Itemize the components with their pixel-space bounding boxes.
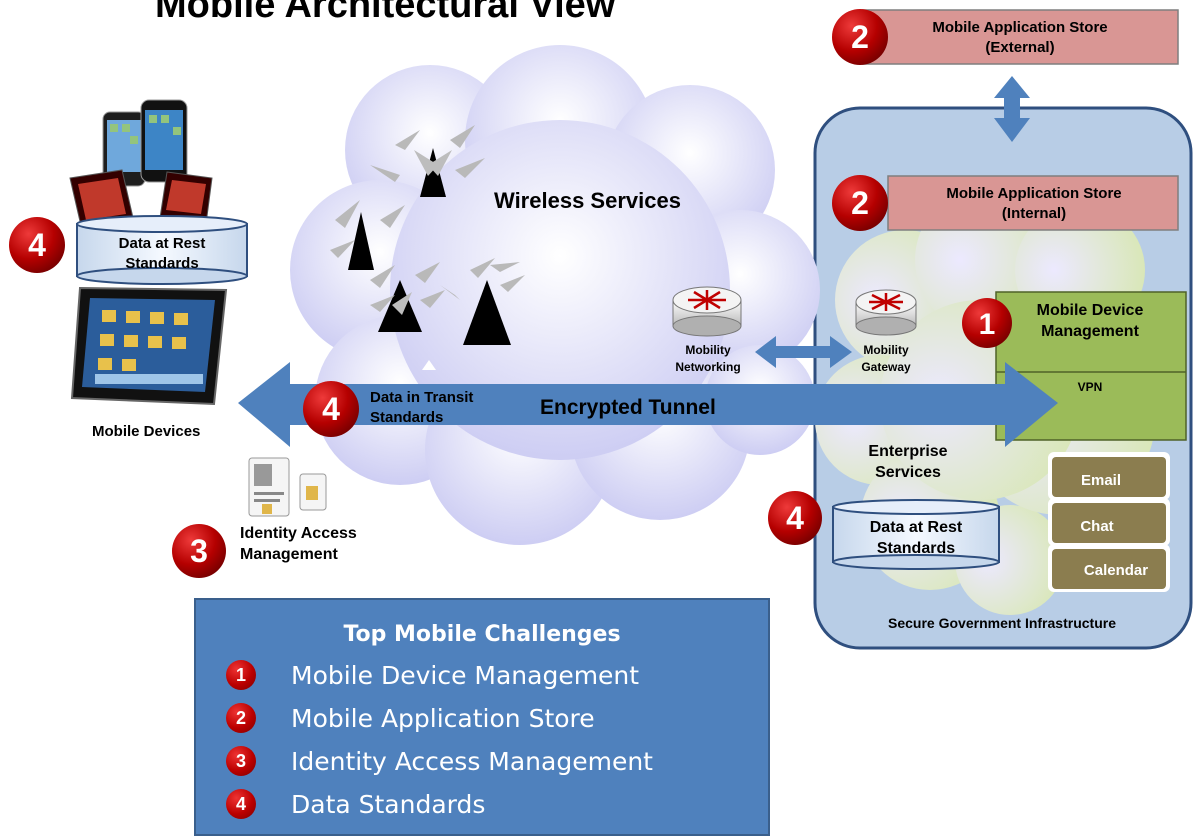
badge-3-identity: 3 bbox=[172, 524, 226, 578]
device-data-rest-line1: Data at Rest bbox=[119, 235, 206, 252]
encrypted-tunnel-arrow bbox=[238, 362, 1058, 447]
enterprise-data-rest-line2: Standards bbox=[877, 540, 955, 557]
vpn-label: VPN bbox=[1078, 380, 1103, 394]
mdm-line2: Management bbox=[1041, 323, 1139, 340]
data-in-transit-line2: Standards bbox=[370, 409, 443, 426]
tower-icon bbox=[414, 148, 452, 197]
identity-access-line2: Management bbox=[240, 546, 338, 563]
app-email-label: Email bbox=[1081, 472, 1121, 489]
badge-1-mdm: 1 bbox=[962, 298, 1012, 348]
device-data-at-rest-cylinder bbox=[76, 215, 248, 285]
badge-2-internal: 2 bbox=[832, 175, 888, 231]
enterprise-data-rest-line1: Data at Rest bbox=[870, 519, 963, 536]
store-sync-arrow bbox=[994, 76, 1030, 142]
legend-item: 4 Data Standards bbox=[226, 787, 485, 821]
legend-item-text: Data Standards bbox=[291, 789, 486, 819]
badge-4-devices: 4 bbox=[9, 217, 65, 273]
app-buttons-group bbox=[1048, 452, 1170, 592]
sim-card-icon bbox=[299, 473, 327, 511]
mobility-gateway-line2: Gateway bbox=[861, 360, 911, 374]
encrypted-tunnel-label: Encrypted Tunnel bbox=[540, 396, 716, 419]
svg-text:1: 1 bbox=[979, 308, 996, 341]
tower-icon bbox=[463, 280, 511, 345]
enterprise-data-at-rest-cylinder bbox=[832, 499, 1000, 570]
router-icon-gateway bbox=[855, 289, 917, 336]
app-store-internal-box bbox=[887, 175, 1179, 231]
app-store-external-line2: (External) bbox=[985, 39, 1054, 56]
legend-item: 3 Identity Access Management bbox=[226, 744, 653, 778]
mobility-networking-line2: Networking bbox=[675, 360, 740, 374]
tablet-icon bbox=[70, 286, 228, 406]
svg-text:4: 4 bbox=[28, 227, 46, 263]
legend-item: 1 Mobile Device Management bbox=[226, 658, 639, 692]
svg-text:3: 3 bbox=[190, 533, 208, 569]
device-data-rest-line2: Standards bbox=[125, 255, 198, 272]
tower-icon bbox=[378, 280, 422, 332]
legend-badge: 1 bbox=[226, 660, 256, 690]
id-card-icon bbox=[248, 457, 290, 517]
mdm-line1: Mobile Device bbox=[1037, 302, 1144, 319]
smartphone-icons bbox=[69, 99, 213, 231]
signal-flash-icons bbox=[330, 125, 525, 312]
mobility-networking-line1: Mobility bbox=[685, 343, 731, 357]
legend-badge: 2 bbox=[226, 703, 256, 733]
app-store-internal-line2: (Internal) bbox=[1002, 205, 1066, 222]
page-title: Mobile Architectural View bbox=[155, 0, 616, 26]
tower-icon bbox=[348, 212, 374, 270]
legend-item-text: Mobile Device Management bbox=[291, 660, 640, 690]
mobile-devices-label: Mobile Devices bbox=[92, 423, 200, 440]
mobility-gateway-line1: Mobility bbox=[863, 343, 909, 357]
legend-badge: 4 bbox=[226, 789, 256, 819]
wireless-services-label: Wireless Services bbox=[494, 188, 681, 213]
app-store-external-box bbox=[862, 9, 1179, 65]
identity-access-line1: Identity Access bbox=[240, 525, 357, 542]
router-icon-networking bbox=[672, 286, 742, 337]
legend-badge: 3 bbox=[226, 746, 256, 776]
small-triangle-icon bbox=[422, 360, 436, 370]
data-in-transit-line1: Data in Transit bbox=[370, 389, 473, 406]
svg-text:2: 2 bbox=[851, 185, 869, 221]
enterprise-services-line1: Enterprise bbox=[868, 443, 947, 460]
top-challenges-legend: Top Mobile Challenges 1 Mobile Device Ma… bbox=[194, 598, 770, 836]
legend-title: Top Mobile Challenges bbox=[343, 622, 621, 647]
enterprise-services-line2: Services bbox=[875, 464, 941, 481]
wireless-services-cloud bbox=[290, 45, 820, 545]
app-store-external-line1: Mobile Application Store bbox=[932, 19, 1107, 36]
legend-item: 2 Mobile Application Store bbox=[226, 701, 595, 735]
legend-item-text: Identity Access Management bbox=[291, 746, 653, 776]
app-chat-label: Chat bbox=[1080, 518, 1113, 535]
secure-infrastructure-label: Secure Government Infrastructure bbox=[888, 615, 1116, 631]
app-store-internal-line1: Mobile Application Store bbox=[946, 185, 1121, 202]
svg-text:2: 2 bbox=[851, 19, 869, 55]
badge-4-transit: 4 bbox=[303, 381, 359, 437]
network-gateway-link-arrow bbox=[755, 336, 852, 368]
svg-text:4: 4 bbox=[786, 500, 804, 536]
legend-item-text: Mobile Application Store bbox=[291, 703, 595, 733]
svg-text:4: 4 bbox=[322, 391, 340, 427]
app-calendar-label: Calendar bbox=[1084, 562, 1148, 579]
badge-4-enterprise: 4 bbox=[768, 491, 822, 545]
badge-2-external: 2 bbox=[832, 9, 888, 65]
cell-tower-icons bbox=[330, 125, 525, 370]
